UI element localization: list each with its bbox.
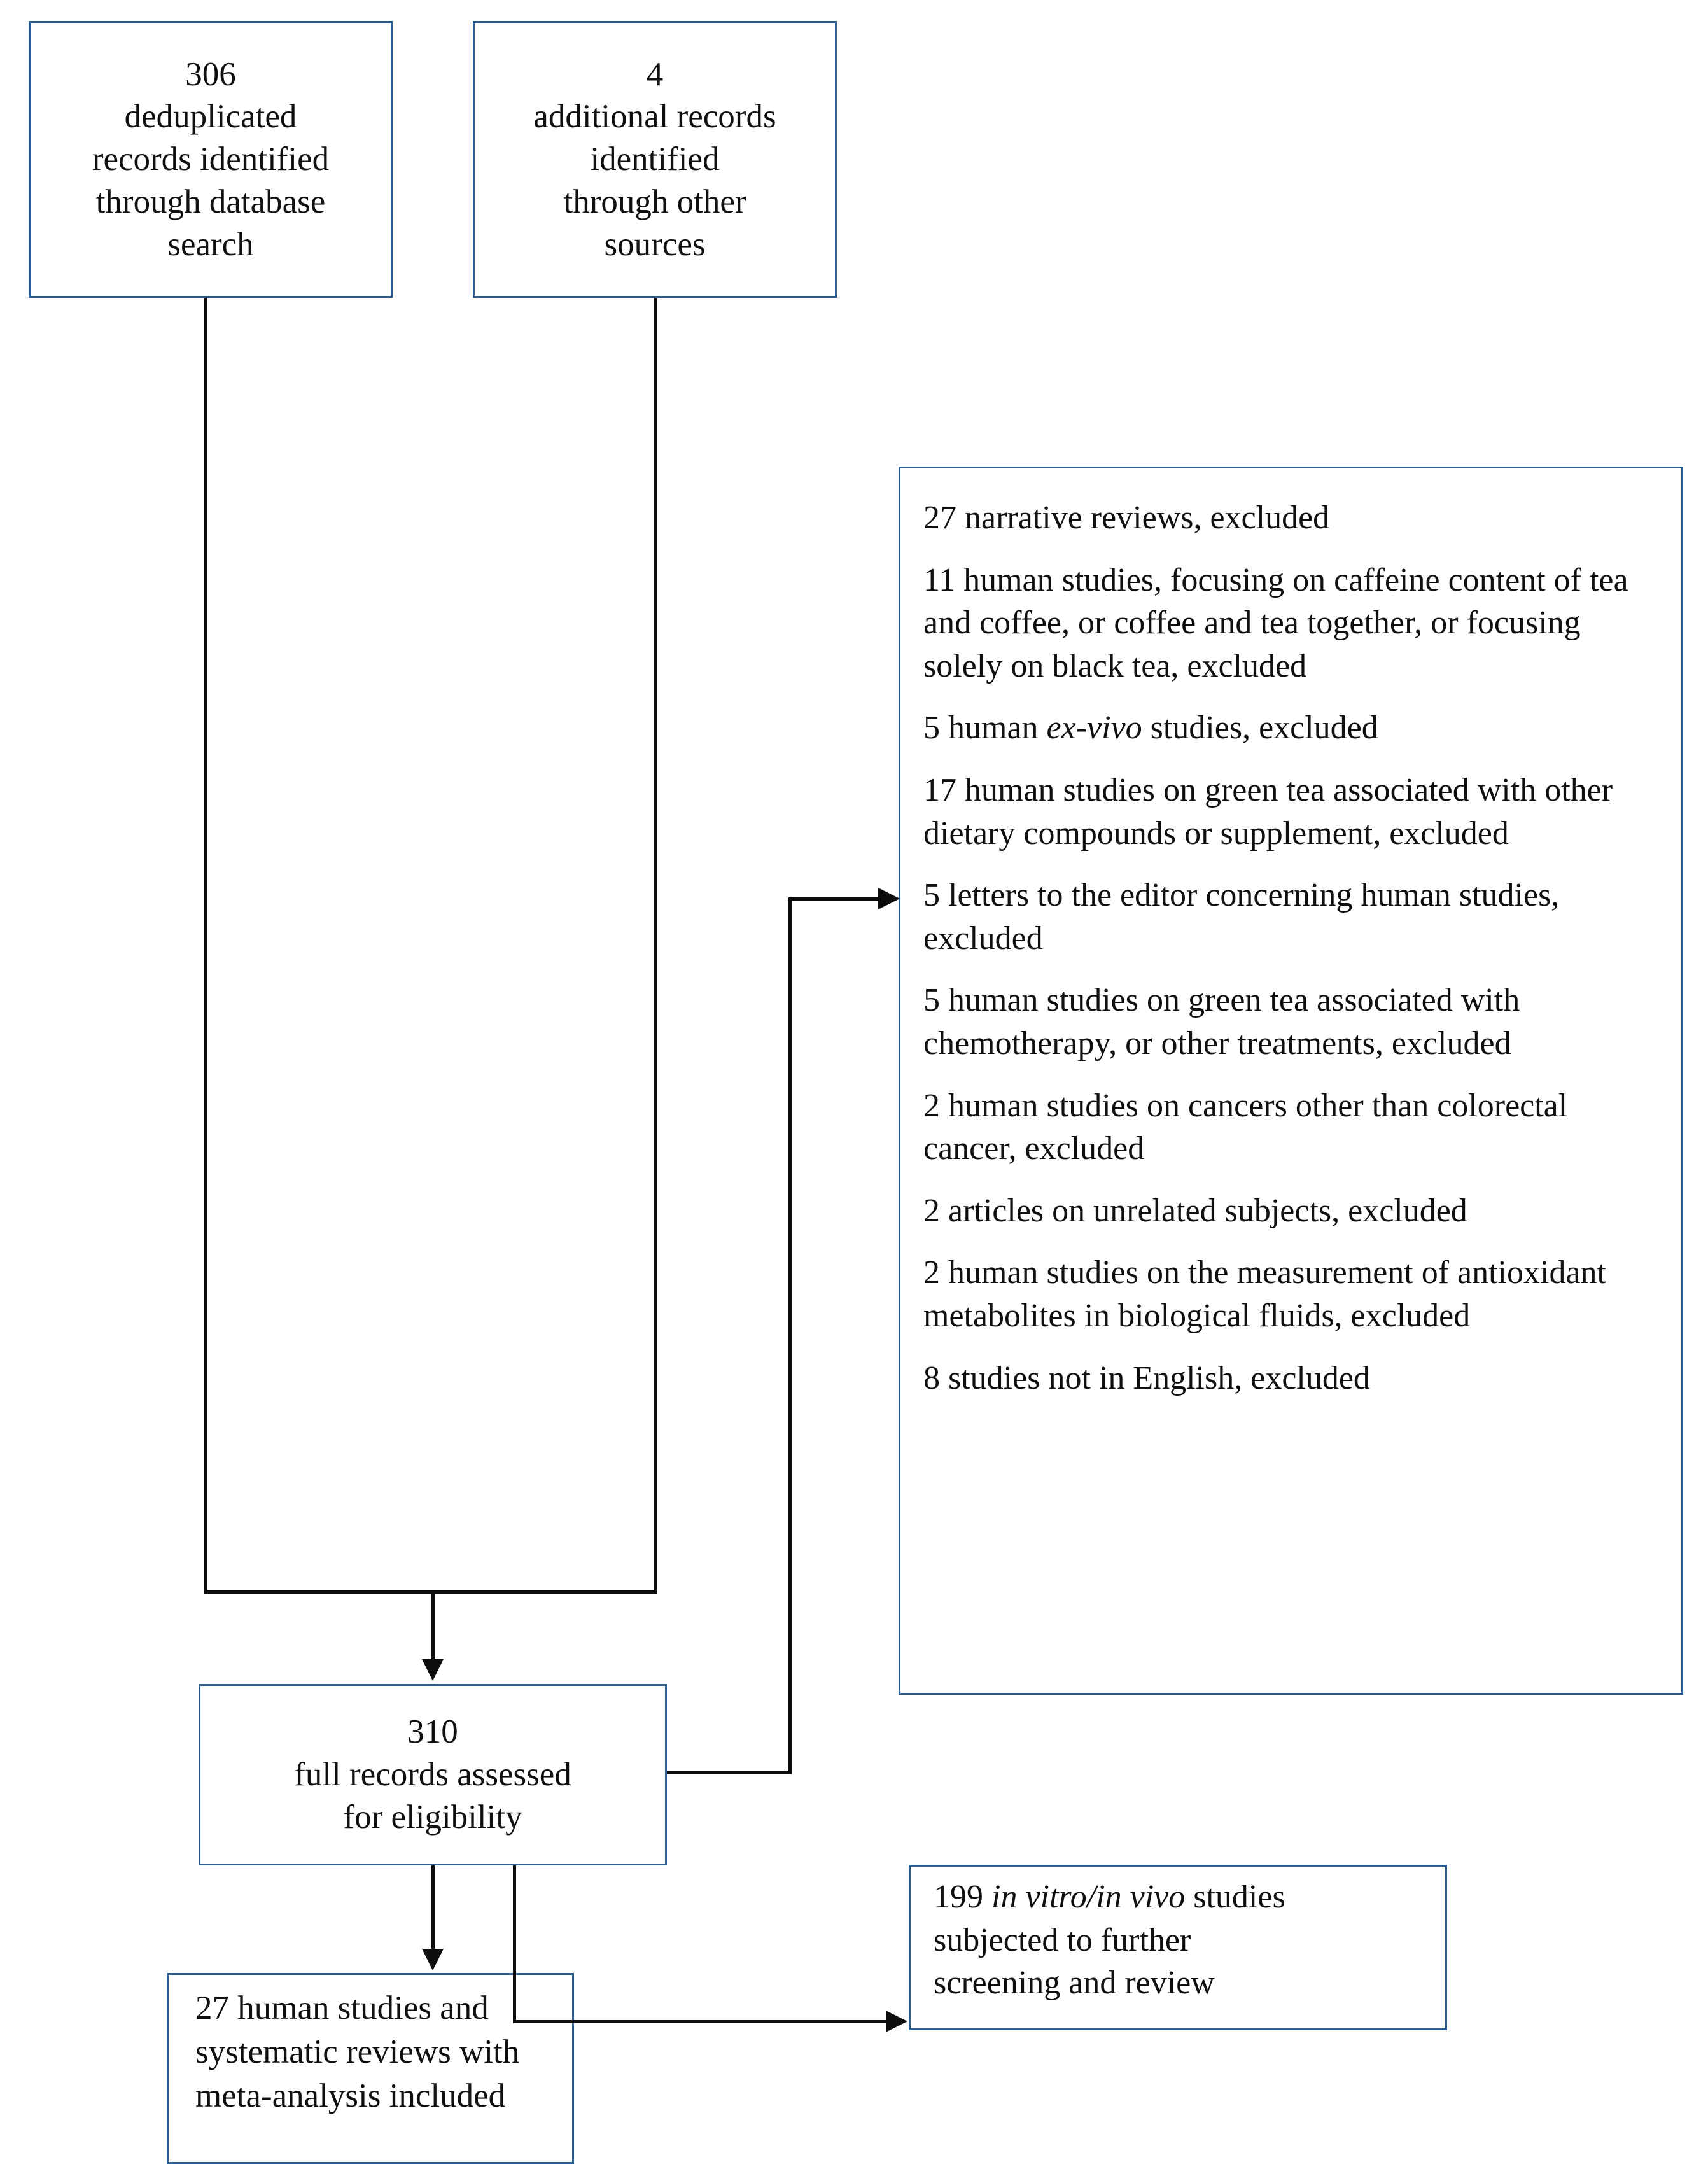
included-line-1: 27 human studies and bbox=[195, 1990, 489, 2026]
invitro-italic: in vitro/in vivo bbox=[991, 1879, 1186, 1915]
box-studies-included: 27 human studies and systematic reviews … bbox=[167, 1973, 574, 2164]
connector-full-records-to-included bbox=[431, 1865, 435, 1951]
connector-exclusion-riser bbox=[788, 897, 792, 1774]
excluded-item-3-italic: ex-vivo bbox=[1046, 710, 1142, 747]
connector-merge-to-full-records bbox=[431, 1590, 435, 1662]
excluded-item-8: 2 articles on unrelated subjects, exclud… bbox=[923, 1192, 1467, 1229]
invitro-line1-suffix: studies bbox=[1185, 1879, 1285, 1915]
connector-full-records-to-invitro bbox=[513, 2020, 890, 2023]
connector-full-records-to-invitro-riser bbox=[513, 1865, 516, 2023]
excluded-item-10: 8 studies not in English, excluded bbox=[923, 1359, 1370, 1396]
db-records-line-4: through database bbox=[95, 183, 326, 220]
db-records-line-5: search bbox=[167, 225, 254, 263]
excluded-item-3-suffix: studies, excluded bbox=[1142, 710, 1378, 747]
excluded-item-9: 2 human studies on the measurement of an… bbox=[923, 1254, 1606, 1334]
other-records-line-4: through other bbox=[563, 183, 746, 220]
invitro-line-3: screening and review bbox=[934, 1965, 1215, 2002]
excluded-item-5: 5 letters to the editor concerning human… bbox=[923, 877, 1560, 957]
arrow-into-exclusion-box bbox=[878, 888, 900, 909]
excluded-item-1: 27 narrative reviews, excluded bbox=[923, 500, 1330, 536]
db-records-line-1: 306 bbox=[185, 55, 236, 93]
other-records-line-3: identified bbox=[590, 141, 720, 178]
arrow-into-included-box bbox=[422, 1949, 444, 1970]
included-line-2: systematic reviews with bbox=[195, 2033, 520, 2070]
box-full-records-assessed: 310 full records assessed for eligibilit… bbox=[199, 1684, 667, 1865]
excluded-item-3-prefix: 5 human bbox=[923, 710, 1047, 747]
box-other-source-records: 4 additional records identified through … bbox=[473, 21, 837, 298]
other-records-line-5: sources bbox=[604, 225, 706, 263]
connector-into-exclusion-box bbox=[788, 897, 884, 901]
arrow-into-full-records bbox=[422, 1659, 444, 1681]
connector-full-records-right-stub bbox=[667, 1771, 792, 1774]
other-records-line-2: additional records bbox=[533, 98, 776, 136]
box-database-records: 306 deduplicated records identified thro… bbox=[29, 21, 393, 298]
excluded-item-3: 5 human ex-vivo studies, excluded bbox=[923, 706, 1378, 750]
box-excluded-reasons: 27 narrative reviews, excluded 11 human … bbox=[899, 467, 1683, 1695]
excluded-item-7: 2 human studies on cancers other than co… bbox=[923, 1087, 1568, 1167]
arrow-into-invitro-box bbox=[886, 2011, 907, 2032]
other-records-line-1: 4 bbox=[646, 55, 664, 93]
connector-merge-bar bbox=[204, 1590, 657, 1594]
db-records-line-3: records identified bbox=[92, 141, 330, 178]
db-records-line-2: deduplicated bbox=[124, 98, 297, 136]
invitro-line-1: 199 in vitro/in vivo studies bbox=[934, 1876, 1285, 1919]
included-line-3: meta-analysis included bbox=[195, 2077, 506, 2114]
connector-other-to-merge bbox=[654, 298, 657, 1593]
excluded-item-2: 11 human studies, focusing on caffeine c… bbox=[923, 561, 1628, 684]
full-records-line-2: full records assessed bbox=[294, 1756, 571, 1793]
connector-db-to-merge bbox=[204, 298, 207, 1593]
invitro-count: 199 bbox=[934, 1879, 991, 1915]
excluded-item-6: 5 human studies on green tea associated … bbox=[923, 982, 1520, 1062]
full-records-line-3: for eligibility bbox=[343, 1798, 522, 1836]
full-records-line-1: 310 bbox=[407, 1713, 458, 1751]
excluded-item-4: 17 human studies on green tea associated… bbox=[923, 771, 1613, 852]
box-in-vitro-in-vivo-studies: 199 in vitro/in vivo studies subjected t… bbox=[909, 1865, 1447, 2030]
invitro-line-2: subjected to further bbox=[934, 1921, 1191, 1958]
